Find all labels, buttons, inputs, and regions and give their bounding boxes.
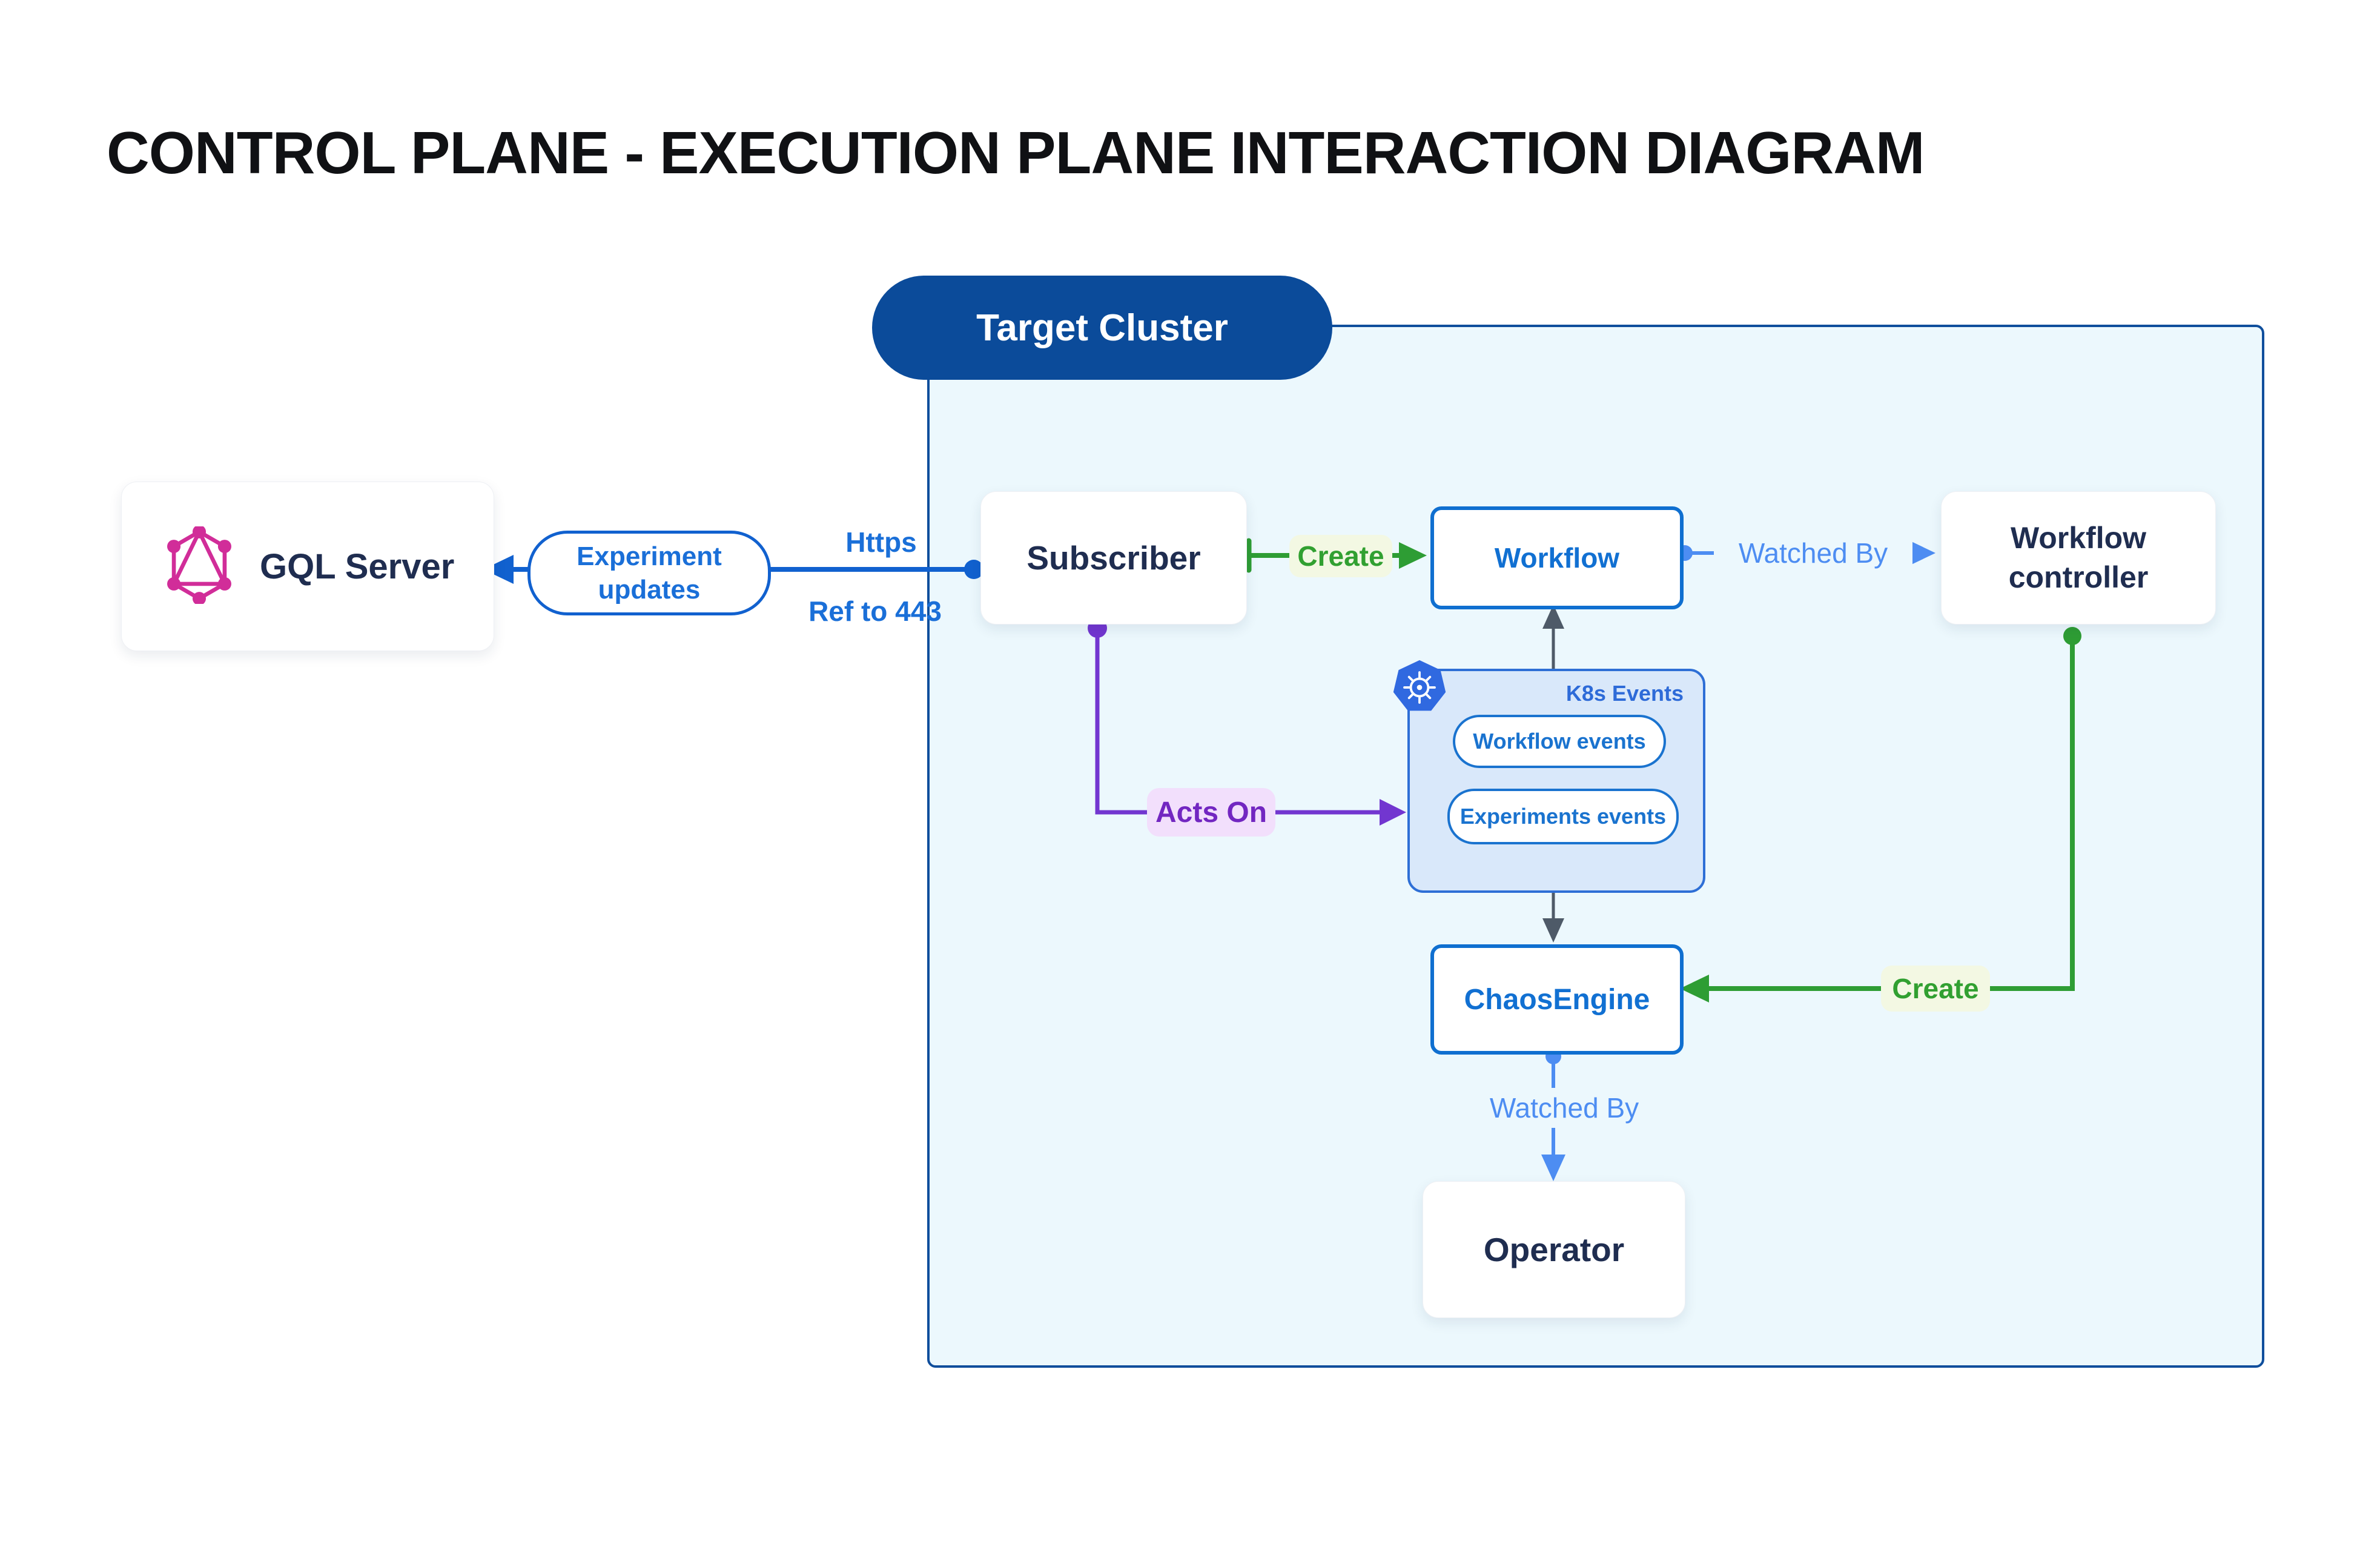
node-chaosengine: ChaosEngine bbox=[1430, 944, 1684, 1055]
k8s-experiments-events-pill: Experiments events bbox=[1447, 789, 1679, 844]
subscriber-label: Subscriber bbox=[1026, 539, 1201, 577]
edge-label-ref-443: Ref to 443 bbox=[808, 595, 942, 627]
target-cluster-label: Target Cluster bbox=[976, 306, 1228, 349]
kubernetes-icon bbox=[1390, 658, 1449, 719]
node-operator: Operator bbox=[1423, 1181, 1685, 1318]
page-title: CONTROL PLANE - EXECUTION PLANE INTERACT… bbox=[107, 119, 1925, 186]
edge-label-create-chaosengine: Create bbox=[1881, 966, 1990, 1012]
operator-label: Operator bbox=[1483, 1231, 1625, 1268]
node-subscriber: Subscriber bbox=[980, 491, 1247, 625]
edge-label-watched-by-operator: Watched By bbox=[1465, 1088, 1664, 1128]
edge-label-acts-on: Acts On bbox=[1147, 788, 1275, 837]
create-chaosengine-text: Create bbox=[1892, 973, 1979, 1004]
workflow-events-text: Workflow events bbox=[1473, 729, 1646, 754]
edge-label-watched-by-workflow: Watched By bbox=[1714, 533, 1912, 573]
node-gql-server: GQL Server bbox=[121, 482, 494, 651]
graphql-icon bbox=[165, 525, 233, 607]
k8s-workflow-events-pill: Workflow events bbox=[1453, 715, 1666, 768]
create-workflow-text: Create bbox=[1297, 540, 1384, 572]
edge-label-https: Https bbox=[845, 526, 917, 558]
k8s-events-container bbox=[1407, 669, 1705, 893]
node-workflow-controller: Workflow controller bbox=[1941, 491, 2216, 625]
edge-label-experiment-updates: Experiment updates bbox=[527, 531, 771, 615]
experiments-events-text: Experiments events bbox=[1459, 804, 1667, 829]
experiment-updates-text: Experiment updates bbox=[577, 542, 722, 605]
target-cluster-badge: Target Cluster bbox=[872, 276, 1332, 380]
node-workflow: Workflow bbox=[1430, 506, 1684, 609]
acts-on-text: Acts On bbox=[1155, 796, 1268, 829]
edge-label-create-workflow: Create bbox=[1289, 535, 1392, 577]
workflow-controller-label: Workflow controller bbox=[2008, 521, 2149, 594]
k8s-events-title: K8s Events bbox=[1565, 681, 1684, 706]
edge-create-chaosengine bbox=[1680, 627, 2081, 1002]
gql-server-label: GQL Server bbox=[260, 546, 455, 586]
chaosengine-label: ChaosEngine bbox=[1464, 983, 1650, 1016]
workflow-label: Workflow bbox=[1494, 542, 1620, 574]
